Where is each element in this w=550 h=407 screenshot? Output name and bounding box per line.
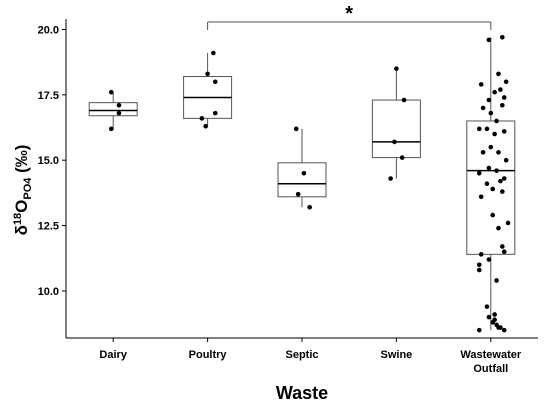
y-tick-label: 20.0 xyxy=(38,24,59,36)
data-point xyxy=(108,89,114,95)
data-point xyxy=(476,327,482,333)
data-point xyxy=(501,129,507,134)
data-point xyxy=(492,89,497,95)
box-iqr xyxy=(88,102,138,117)
data-point xyxy=(486,314,492,320)
y-tick-label: 10.0 xyxy=(38,286,59,298)
data-point xyxy=(199,116,205,121)
data-point xyxy=(476,126,482,132)
box-iqr xyxy=(371,99,421,159)
data-point xyxy=(496,150,501,155)
data-point xyxy=(108,126,114,132)
data-point xyxy=(501,327,507,333)
data-point xyxy=(399,155,405,160)
x-tick-label: Dairy xyxy=(99,349,127,361)
data-point xyxy=(484,304,490,309)
data-point xyxy=(503,79,509,85)
y-tick-label: 17.5 xyxy=(38,90,59,102)
x-tick-label: Outfall xyxy=(473,363,508,375)
data-point xyxy=(498,178,503,184)
data-point xyxy=(211,50,216,56)
data-point xyxy=(492,312,497,317)
box-iqr xyxy=(277,162,327,198)
data-point xyxy=(501,95,507,100)
significance-star: * xyxy=(345,3,353,25)
data-point xyxy=(293,126,299,132)
data-point xyxy=(301,170,307,176)
data-point xyxy=(401,97,407,103)
x-tick-label: Swine xyxy=(381,349,413,361)
data-point xyxy=(476,262,482,268)
data-point xyxy=(295,191,301,197)
data-point xyxy=(394,66,399,71)
data-point xyxy=(486,97,492,103)
data-point xyxy=(484,181,490,187)
data-point xyxy=(501,249,507,255)
data-point xyxy=(476,267,482,273)
data-point xyxy=(492,131,497,137)
data-point xyxy=(486,165,492,171)
data-point xyxy=(388,176,393,181)
data-point xyxy=(488,110,494,116)
data-point xyxy=(486,257,492,262)
data-point xyxy=(480,150,486,155)
data-point xyxy=(490,212,496,218)
data-point xyxy=(486,37,492,43)
data-point xyxy=(478,82,484,87)
data-point xyxy=(494,278,499,283)
data-point xyxy=(116,102,122,108)
y-axis-label: δ18OPO4 (‰) xyxy=(12,145,34,236)
data-point xyxy=(212,79,218,85)
y-tick-label: 15.0 xyxy=(38,155,59,167)
data-point xyxy=(480,105,486,111)
x-tick-label: Poultry xyxy=(189,349,228,361)
data-point xyxy=(500,35,505,40)
data-point xyxy=(116,110,122,116)
y-tick-label: 12.5 xyxy=(38,221,59,233)
data-point xyxy=(478,252,484,257)
data-point xyxy=(307,204,312,210)
data-point xyxy=(500,102,505,108)
data-point xyxy=(212,110,218,116)
data-point xyxy=(494,168,499,173)
box-iqr xyxy=(466,120,516,255)
data-point xyxy=(496,71,501,77)
data-point xyxy=(478,194,484,200)
data-point xyxy=(505,220,511,226)
data-point xyxy=(392,139,397,145)
x-axis-label: Waste xyxy=(276,383,328,403)
data-point xyxy=(490,320,496,325)
data-point xyxy=(498,87,503,92)
x-tick-label: Septic xyxy=(285,349,318,361)
data-point xyxy=(484,126,490,132)
data-point xyxy=(476,170,482,176)
x-tick-label: Wastewater xyxy=(460,349,521,361)
significance-bracket: * xyxy=(207,3,492,30)
box-series xyxy=(88,37,516,331)
data-point xyxy=(205,71,210,77)
data-point xyxy=(500,189,505,194)
data-point xyxy=(203,123,208,129)
data-point xyxy=(498,325,503,330)
data-point xyxy=(501,176,507,181)
point-series xyxy=(108,35,511,333)
data-point xyxy=(503,157,509,163)
data-point xyxy=(488,144,494,150)
data-point xyxy=(496,225,501,231)
data-point xyxy=(500,244,505,249)
data-point xyxy=(494,118,499,124)
data-point xyxy=(490,186,496,192)
